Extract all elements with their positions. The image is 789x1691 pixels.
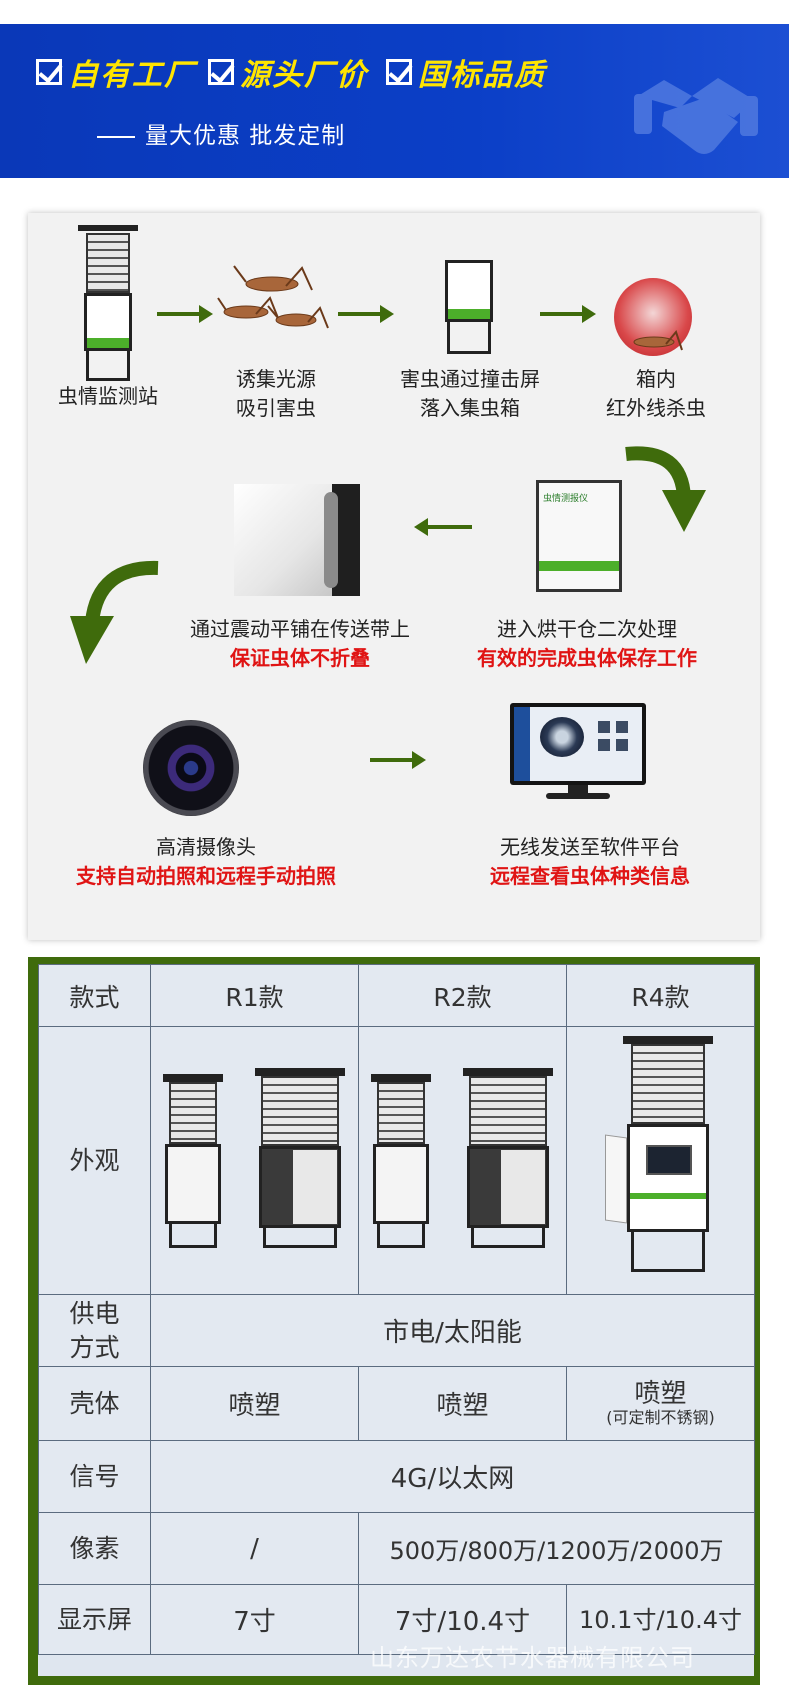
caption-line: 高清摄像头 (156, 835, 256, 859)
header-cell-model: 款式 (38, 964, 151, 1027)
table-row-signal: 信号 4G/以太网 (38, 1440, 755, 1513)
checkmark-icon (208, 59, 234, 85)
caption-line: 诱集光源 (236, 367, 316, 391)
camera-lens-image (143, 720, 239, 816)
caption-line: 通过震动平铺在传送带上 (190, 617, 410, 641)
caption-highlight: 有效的完成虫体保存工作 (477, 646, 697, 670)
caption-line: 害虫通过撞击屏 (400, 367, 540, 391)
step-caption-software: 无线发送至软件平台 远程查看虫体种类信息 (440, 833, 740, 891)
step-caption-impact: 害虫通过撞击屏 落入集虫箱 (380, 365, 560, 423)
step-caption-lure: 诱集光源 吸引害虫 (206, 365, 346, 423)
curved-arrow-down-icon (70, 560, 159, 664)
r2-shell-cell: 喷塑 (358, 1366, 567, 1441)
caption-line: 进入烘干仓二次处理 (497, 617, 677, 641)
curved-arrow-down-icon (625, 446, 706, 532)
tag-text: 源头厂价 (240, 58, 368, 93)
r2-appearance-cell (358, 1026, 567, 1295)
row-label-pixel: 像素 (38, 1512, 151, 1585)
caption-line: 箱内 (636, 367, 676, 391)
checkmark-icon (386, 59, 412, 85)
row-label-display: 显示屏 (38, 1584, 151, 1655)
locust-image (217, 265, 329, 329)
impact-screen-device-image (445, 260, 493, 356)
caption-highlight: 支持自动拍照和远程手动拍照 (76, 864, 336, 888)
row-label-appearance: 外观 (38, 1026, 151, 1295)
r4-shell-cell: 喷塑 (可定制不锈钢) (566, 1366, 755, 1441)
company-watermark: 山东万达农节水器械有限公司 (370, 1644, 695, 1672)
banner-subtitle: 量大优惠 批发定制 (97, 116, 345, 150)
monitoring-station-image (78, 225, 138, 385)
step-caption-station: 虫情监测站 (58, 384, 158, 408)
table-row-power: 供电方式 市电/太阳能 (38, 1294, 755, 1367)
row-label-signal: 信号 (38, 1440, 151, 1513)
step-caption-infrared: 箱内 红外线杀虫 (596, 365, 716, 423)
tag-national-quality: 国标品质 (386, 52, 546, 93)
r1-appearance-cell (150, 1026, 359, 1295)
software-platform-monitor-image (510, 703, 646, 801)
tag-text: 自有工厂 (68, 58, 196, 93)
step-caption-drying: 进入烘干仓二次处理 有效的完成虫体保存工作 (442, 615, 732, 673)
r4-display-cell: 10.1寸/10.4寸 (566, 1584, 755, 1655)
locust-icon (633, 329, 683, 351)
r1-shell-cell: 喷塑 (150, 1366, 359, 1441)
table-row-shell: 壳体 喷塑 喷塑 喷塑 (可定制不锈钢) (38, 1366, 755, 1441)
caption-line: 吸引害虫 (236, 396, 316, 420)
table-row-appearance: 外观 (38, 1026, 755, 1295)
table-header-row: 款式 R1款 R2款 R4款 (38, 964, 755, 1027)
signal-value-cell: 4G/以太网 (150, 1440, 755, 1513)
r1-display-cell: 7寸 (150, 1584, 359, 1655)
header-cell-r2: R2款 (358, 964, 567, 1027)
r4-shell-text: 喷塑 (634, 1378, 687, 1409)
r2-display-cell: 7寸/10.4寸 (358, 1584, 567, 1655)
caption-line: 落入集虫箱 (420, 396, 520, 420)
r1-product-image (155, 1066, 355, 1256)
step-caption-camera: 高清摄像头 支持自动拍照和远程手动拍照 (36, 833, 376, 891)
header-cell-r4: R4款 (566, 964, 755, 1027)
conveyor-belt-image (234, 484, 360, 596)
caption-line: 红外线杀虫 (606, 396, 706, 420)
handshake-icon (634, 78, 758, 154)
r1-pixel-cell: / (150, 1512, 359, 1585)
tag-source-price: 源头厂价 (208, 52, 368, 93)
table-row-pixel: 像素 / 500万/800万/1200万/2000万 (38, 1512, 755, 1585)
row-label-shell: 壳体 (38, 1366, 151, 1441)
caption-line: 无线发送至软件平台 (500, 835, 680, 859)
drying-chamber-image: 虫情测报仪 (536, 480, 622, 592)
tag-text: 国标品质 (418, 58, 546, 93)
header-cell-r1: R1款 (150, 964, 359, 1027)
r4-appearance-cell (566, 1026, 755, 1295)
tag-own-factory: 自有工厂 (36, 52, 196, 93)
r4-product-image (601, 1035, 721, 1286)
device-screen-title: 虫情测报仪 (543, 494, 589, 504)
caption-highlight: 保证虫体不折叠 (230, 646, 370, 670)
row-label-power-text: 供电方式 (69, 1298, 120, 1362)
r4-shell-note: (可定制不锈钢) (606, 1407, 715, 1427)
table-row-display: 显示屏 7寸 7寸/10.4寸 10.1寸/10.4寸 (38, 1584, 755, 1655)
comparison-table: 款式 R1款 R2款 R4款 外观 (38, 964, 755, 1655)
step-caption-conveyor: 通过震动平铺在传送带上 保证虫体不折叠 (160, 615, 440, 673)
power-value-cell: 市电/太阳能 (150, 1294, 755, 1367)
r2r4-pixel-cell: 500万/800万/1200万/2000万 (358, 1512, 755, 1585)
checkmark-icon (36, 59, 62, 85)
row-label-power: 供电方式 (38, 1294, 151, 1367)
r2-product-image (363, 1066, 563, 1256)
caption-highlight: 远程查看虫体种类信息 (490, 864, 690, 888)
